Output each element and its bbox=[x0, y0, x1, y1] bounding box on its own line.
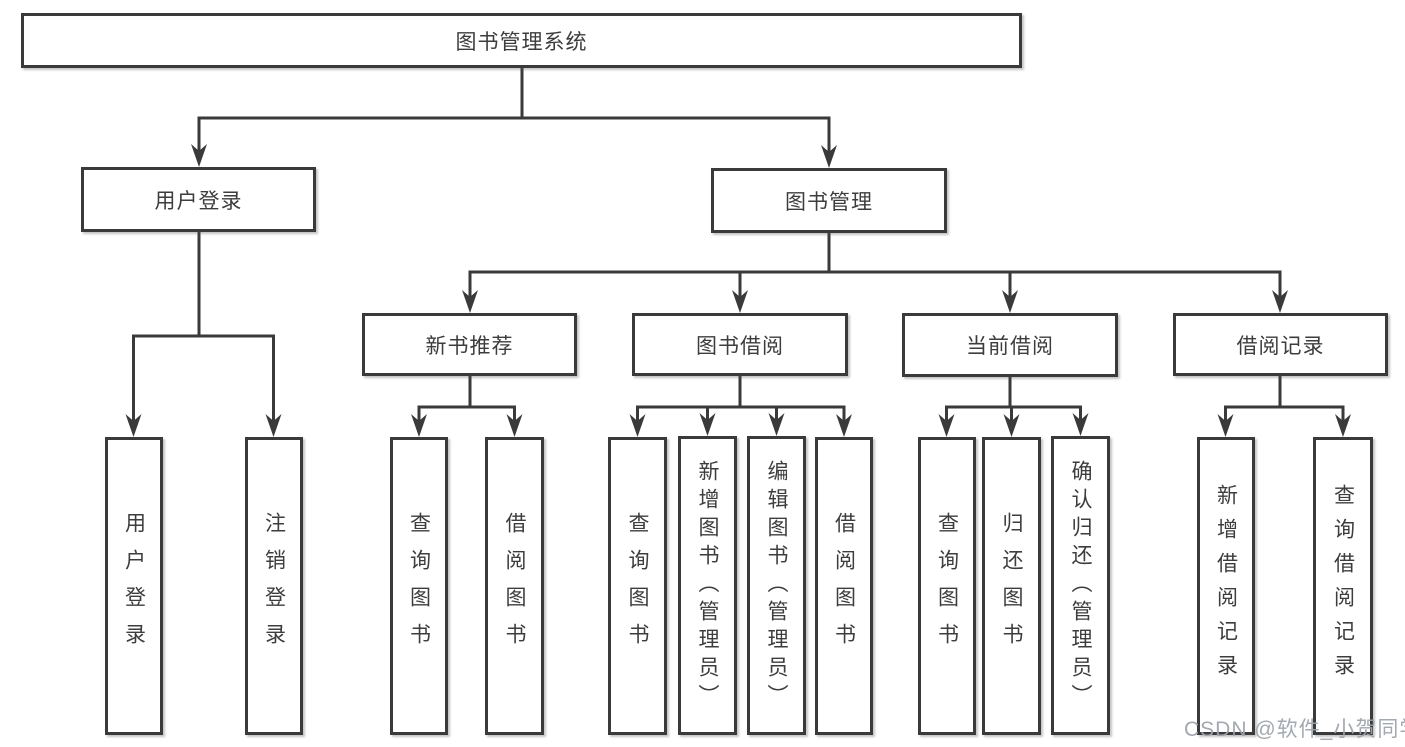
node-label: 查询借阅记录 bbox=[1331, 484, 1355, 688]
leaf-borrow-query-books: 查询图书 bbox=[608, 437, 667, 735]
leaf-borrow-edit-book-admin: 编辑图书（管理员） bbox=[747, 436, 806, 735]
node-label: 查询图书 bbox=[935, 512, 959, 660]
leaf-user-login: 用户登录 bbox=[105, 437, 163, 735]
node-label: 归还图书 bbox=[1000, 512, 1023, 660]
node-label: 查询图书 bbox=[626, 512, 649, 660]
node-new-book-recommendation: 新书推荐 bbox=[362, 313, 577, 376]
node-borrowing-records: 借阅记录 bbox=[1173, 313, 1388, 376]
node-label: 查询图书 bbox=[407, 512, 431, 660]
leaf-current-confirm-return-admin: 确认归还（管理员） bbox=[1051, 436, 1110, 735]
node-label: 借阅记录 bbox=[1236, 334, 1325, 358]
node-current-borrowing: 当前借阅 bbox=[902, 313, 1118, 377]
node-label: 编辑图书（管理员） bbox=[765, 459, 788, 712]
node-book-borrowing: 图书借阅 bbox=[632, 313, 848, 376]
node-book-management: 图书管理 bbox=[711, 168, 947, 233]
node-label: 图书借阅 bbox=[696, 334, 784, 358]
leaf-current-return-books: 归还图书 bbox=[982, 437, 1041, 735]
leaf-newbook-borrow-books: 借阅图书 bbox=[485, 437, 544, 735]
leaf-logout: 注销登录 bbox=[245, 437, 303, 735]
csdn-watermark: CSDN @软件_小贺同学 bbox=[1184, 718, 1405, 741]
node-label: 图书管理 bbox=[785, 190, 873, 214]
leaf-borrow-add-book-admin: 新增图书（管理员） bbox=[678, 436, 737, 735]
leaf-newbook-query-books: 查询图书 bbox=[390, 437, 448, 735]
leaf-record-query-borrow-record: 查询借阅记录 bbox=[1313, 437, 1373, 735]
node-label: 用户登录 bbox=[154, 189, 243, 213]
leaf-borrow-borrow-books: 借阅图书 bbox=[815, 437, 873, 735]
node-label: 借阅图书 bbox=[503, 512, 526, 660]
node-label: 借阅图书 bbox=[832, 512, 856, 660]
node-label: 新书推荐 bbox=[425, 334, 514, 358]
node-label: 图书管理系统 bbox=[455, 30, 588, 54]
node-label: 新增图书（管理员） bbox=[696, 459, 719, 712]
leaf-current-query-books: 查询图书 bbox=[918, 437, 976, 735]
node-label: 当前借阅 bbox=[966, 335, 1054, 358]
node-label: 用户登录 bbox=[122, 512, 146, 660]
leaf-record-add-borrow-record: 新增借阅记录 bbox=[1197, 437, 1255, 735]
node-label: 注销登录 bbox=[262, 512, 286, 660]
node-library-management-system: 图书管理系统 bbox=[21, 13, 1022, 68]
node-label: 确认归还（管理员） bbox=[1069, 459, 1092, 712]
node-label: 新增借阅记录 bbox=[1214, 484, 1238, 688]
node-user-login: 用户登录 bbox=[81, 167, 316, 232]
